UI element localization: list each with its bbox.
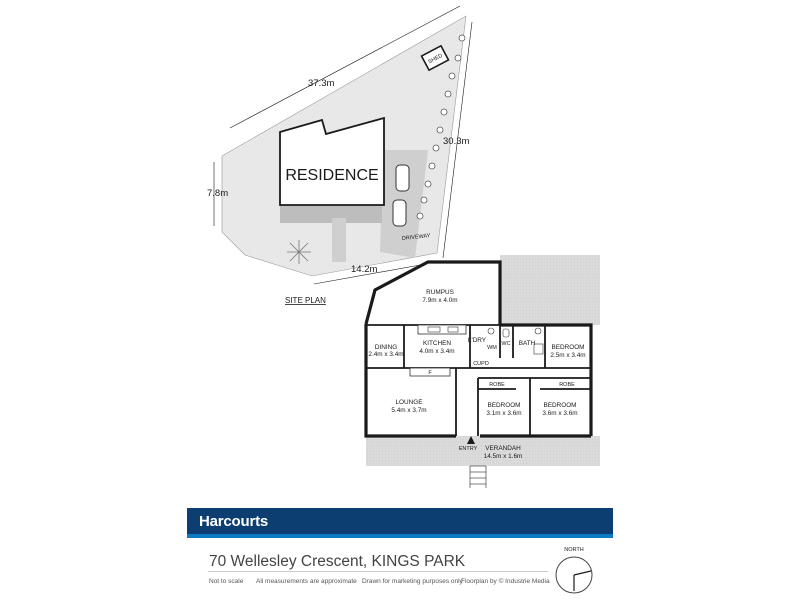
room-dining-name: DINING	[375, 344, 397, 351]
room-kitchen-name: KITCHEN	[423, 340, 451, 347]
car-icon	[395, 164, 410, 192]
dim-right: 30.3m	[443, 136, 469, 147]
alfresco-area	[500, 255, 600, 325]
room-verandah-name: VERANDAH	[485, 445, 521, 452]
room-bedroom1-name: BEDROOM	[551, 344, 584, 351]
dimension-lines	[213, 5, 473, 285]
footer-note-scale: Not to scale	[209, 578, 244, 585]
kitchen-bench	[417, 324, 467, 335]
wc-label: WC	[501, 341, 510, 347]
entry-steps	[469, 465, 487, 488]
residence-footprint	[279, 116, 385, 206]
floor-plan: RUMPUS 7.9m x 4.0m DINING 2.4m x 3.4m KI…	[364, 255, 600, 488]
residence-base	[280, 205, 382, 223]
site-plan-title: SITE PLAN	[285, 296, 326, 305]
room-bedroom3-size: 3.6m x 3.6m	[542, 410, 577, 417]
washbasin-icon	[534, 327, 542, 335]
site-plan: 37.3m 30.3m 7.8m 14.2m RESIDENCE SHED DR…	[207, 5, 473, 305]
entry-label: ENTRY	[459, 446, 478, 452]
tree-row-icon	[416, 34, 466, 220]
stove-icon	[447, 326, 459, 333]
room-lounge-name: LOUNGE	[396, 399, 423, 406]
room-dining-size: 2.4m x 3.4m	[368, 351, 403, 358]
wm-label: WM	[487, 345, 497, 351]
footer-note-measurements: All measurements are approximate	[256, 578, 357, 585]
dim-top: 37.3m	[308, 78, 334, 89]
room-rumpus-size: 7.9m x 4.0m	[422, 297, 457, 304]
footer-divider	[208, 571, 548, 572]
room-bedroom2-name: BEDROOM	[487, 402, 520, 409]
entry-arrow-icon	[467, 436, 475, 444]
residence-label: RESIDENCE	[285, 167, 378, 184]
robe-label-1: ROBE	[489, 382, 505, 388]
house-floor	[366, 262, 591, 436]
footer-note-marketing: Drawn for marketing purposes only	[362, 578, 463, 585]
banner-stripe	[187, 534, 613, 538]
property-address: 70 Wellesley Crescent, KINGS PARK	[209, 553, 466, 570]
car-icon	[392, 199, 407, 227]
brand-banner: Harcourts	[187, 508, 613, 538]
room-verandah-size: 14.5m x 1.6m	[484, 453, 523, 460]
pathway	[332, 218, 346, 262]
shrub-icon	[287, 240, 311, 264]
room-bedroom3-name: BEDROOM	[543, 402, 576, 409]
room-bedroom1-size: 2.5m x 3.4m	[550, 352, 585, 359]
robe-label-2: ROBE	[559, 382, 575, 388]
compass: NORTH	[555, 547, 593, 594]
room-bath-name: BATH	[519, 340, 536, 347]
room-bedroom2-size: 3.1m x 3.6m	[486, 410, 521, 417]
driveway-label: DRIVEWAY	[402, 233, 432, 242]
fridge-box	[409, 367, 451, 377]
room-kitchen-size: 4.0m x 3.4m	[419, 348, 454, 355]
room-lounge-size: 5.4m x 3.7m	[391, 407, 426, 414]
compass-label: NORTH	[564, 547, 583, 553]
room-rumpus-name: RUMPUS	[426, 289, 454, 296]
fridge-label: F	[428, 370, 432, 376]
cupd-label: CUPD	[473, 361, 489, 367]
verandah-area	[366, 436, 600, 466]
sink-icon	[427, 326, 441, 333]
toilet-icon	[502, 328, 510, 338]
washing-machine-icon	[487, 327, 495, 335]
brand-logo: Harcourts	[199, 513, 269, 530]
dim-left: 7.8m	[207, 188, 228, 199]
shower-icon	[533, 343, 544, 355]
room-laundry-name: L'DRY	[468, 337, 487, 344]
shed-icon	[420, 44, 450, 72]
footer-note-credit: Floorplan by © Industrie Media	[461, 578, 550, 585]
dim-bottom: 14.2m	[351, 264, 377, 275]
